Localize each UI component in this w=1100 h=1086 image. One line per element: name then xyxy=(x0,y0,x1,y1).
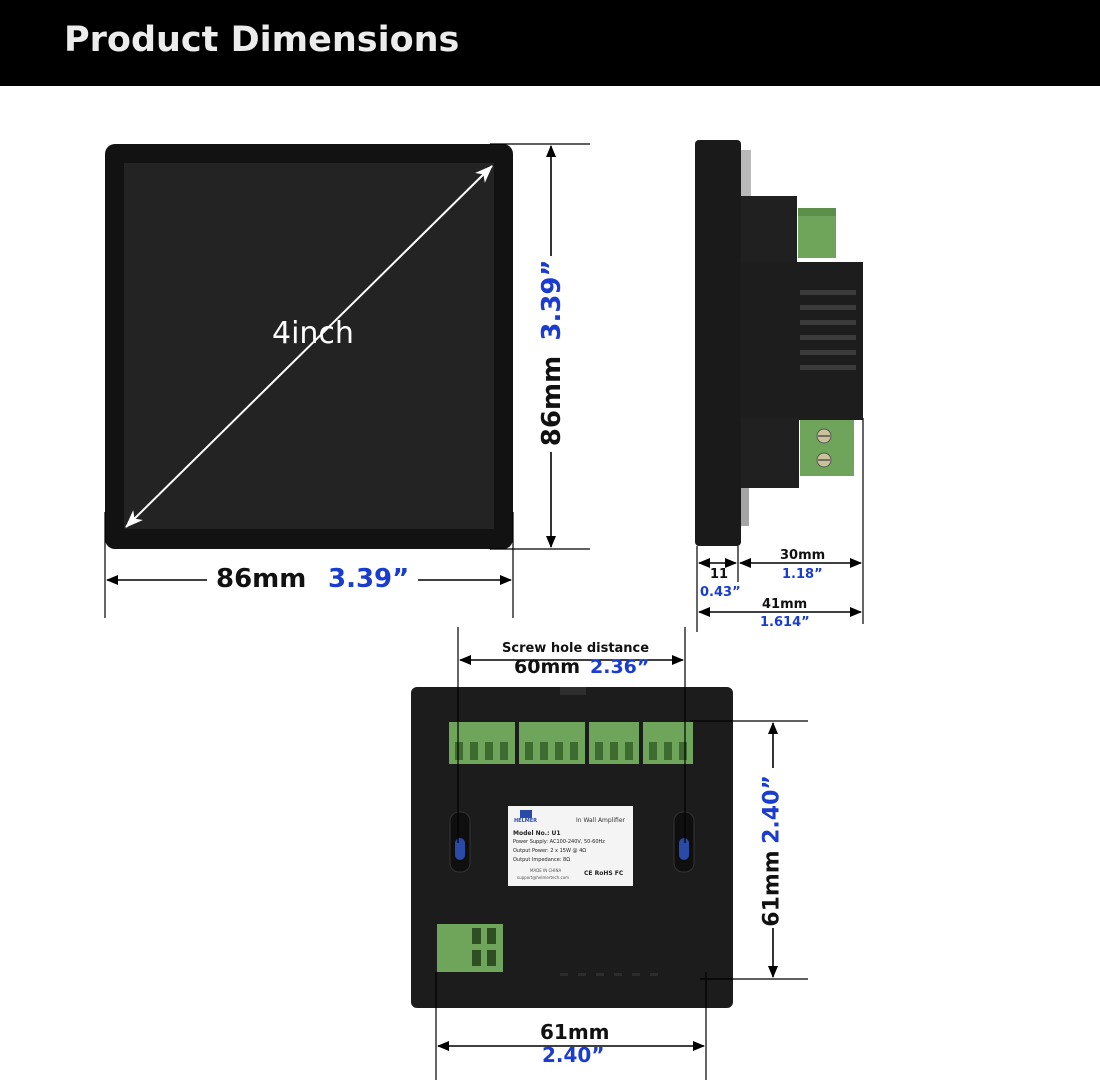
side-terminal-top xyxy=(798,208,836,258)
back-height-in: 2.40” xyxy=(759,775,785,844)
label-brand: HELMER xyxy=(514,818,538,824)
label-made-in: MADE IN CHINA xyxy=(530,868,562,873)
label-impedance: Output Impedance: 8Ω xyxy=(513,857,571,863)
front-width-in: 3.39” xyxy=(328,564,410,594)
diagonal-arrow xyxy=(125,165,493,528)
header-bar: Product Dimensions xyxy=(0,0,1100,86)
side-front-depth-mm: 11 xyxy=(710,567,729,582)
label-output-power: Output Power: 2 x 15W @ 4Ω xyxy=(513,848,587,854)
back-terminal-row xyxy=(449,722,693,764)
side-front-depth-in: 0.43” xyxy=(700,585,741,600)
side-body-upper xyxy=(741,196,797,266)
front-width-mm: 86mm xyxy=(216,564,307,594)
side-rear-depth-in: 1.18” xyxy=(782,567,823,582)
label-subtitle: In Wall Amplifier xyxy=(576,817,625,824)
screw-distance-mm: 60mm xyxy=(514,656,581,678)
side-body-lower xyxy=(741,418,799,488)
front-height-mm: 86mm xyxy=(537,355,567,447)
back-width-mm: 61mm xyxy=(540,1020,610,1044)
page-title: Product Dimensions xyxy=(64,20,460,60)
back-width-in: 2.40” xyxy=(542,1043,605,1067)
side-terminal-bottom xyxy=(800,420,854,476)
label-cert-marks: CE RoHS FC xyxy=(584,870,624,877)
front-view xyxy=(104,143,590,618)
screw-distance-in: 2.36” xyxy=(590,656,650,678)
side-total-depth-in: 1.614” xyxy=(760,615,810,630)
back-height-mm: 61mm xyxy=(759,850,785,927)
side-front-plate xyxy=(695,140,741,546)
label-model: Model No.: U1 xyxy=(513,830,561,837)
diagonal-label: 4inch xyxy=(272,316,354,351)
label-support: support@helmertech.com xyxy=(517,875,570,880)
label-power-supply: Power Supply: AC100-240V, 50-60Hz xyxy=(513,839,605,845)
side-rear-depth-mm: 30mm xyxy=(780,548,826,563)
side-view xyxy=(695,140,864,632)
side-body-main xyxy=(741,262,863,420)
screw-caption: Screw hole distance xyxy=(502,641,650,656)
side-total-depth-mm: 41mm xyxy=(762,597,808,612)
back-view xyxy=(411,627,808,1080)
front-height-in: 3.39” xyxy=(537,259,567,341)
spec-label xyxy=(508,806,633,886)
